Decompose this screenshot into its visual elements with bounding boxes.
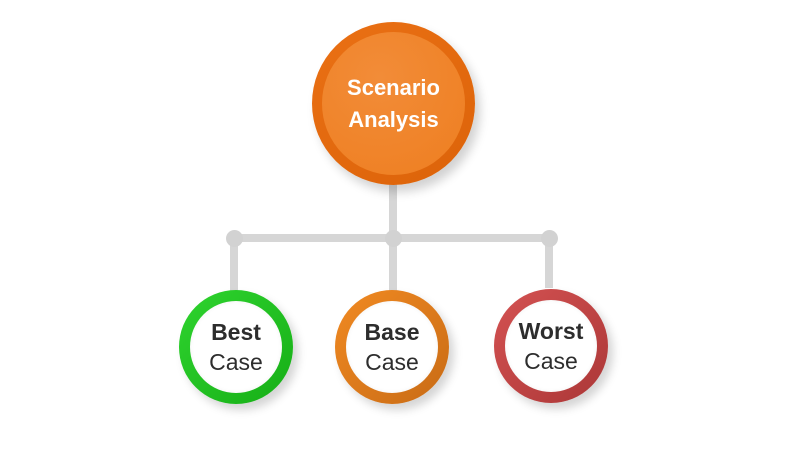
connector-root-vertical (389, 183, 397, 238)
base-case-line2: Case (365, 349, 419, 375)
worst-case-line1: Worst (518, 318, 584, 344)
root-node-scenario-analysis: Scenario Analysis (312, 22, 475, 185)
child-node-base-case: Base Case (335, 290, 449, 404)
best-case-label: Best Case (190, 301, 282, 393)
root-label-line1: Scenario (347, 74, 440, 100)
base-case-line1: Base (364, 319, 420, 345)
worst-case-label: Worst Case (505, 300, 597, 392)
best-case-line1: Best (211, 319, 261, 345)
root-label-line2: Analysis (348, 106, 439, 132)
connector-best-vertical (230, 238, 238, 291)
root-node-label: Scenario Analysis (322, 32, 465, 175)
base-case-label: Base Case (346, 301, 438, 393)
child-node-worst-case: Worst Case (494, 289, 608, 403)
best-case-line2: Case (209, 349, 263, 375)
child-node-best-case: Best Case (179, 290, 293, 404)
junction-dot-left (226, 230, 243, 247)
connector-base-vertical (389, 238, 397, 291)
junction-dot-center (385, 230, 402, 247)
junction-dot-right (541, 230, 558, 247)
worst-case-line2: Case (524, 348, 578, 374)
connector-worst-vertical (545, 238, 553, 288)
